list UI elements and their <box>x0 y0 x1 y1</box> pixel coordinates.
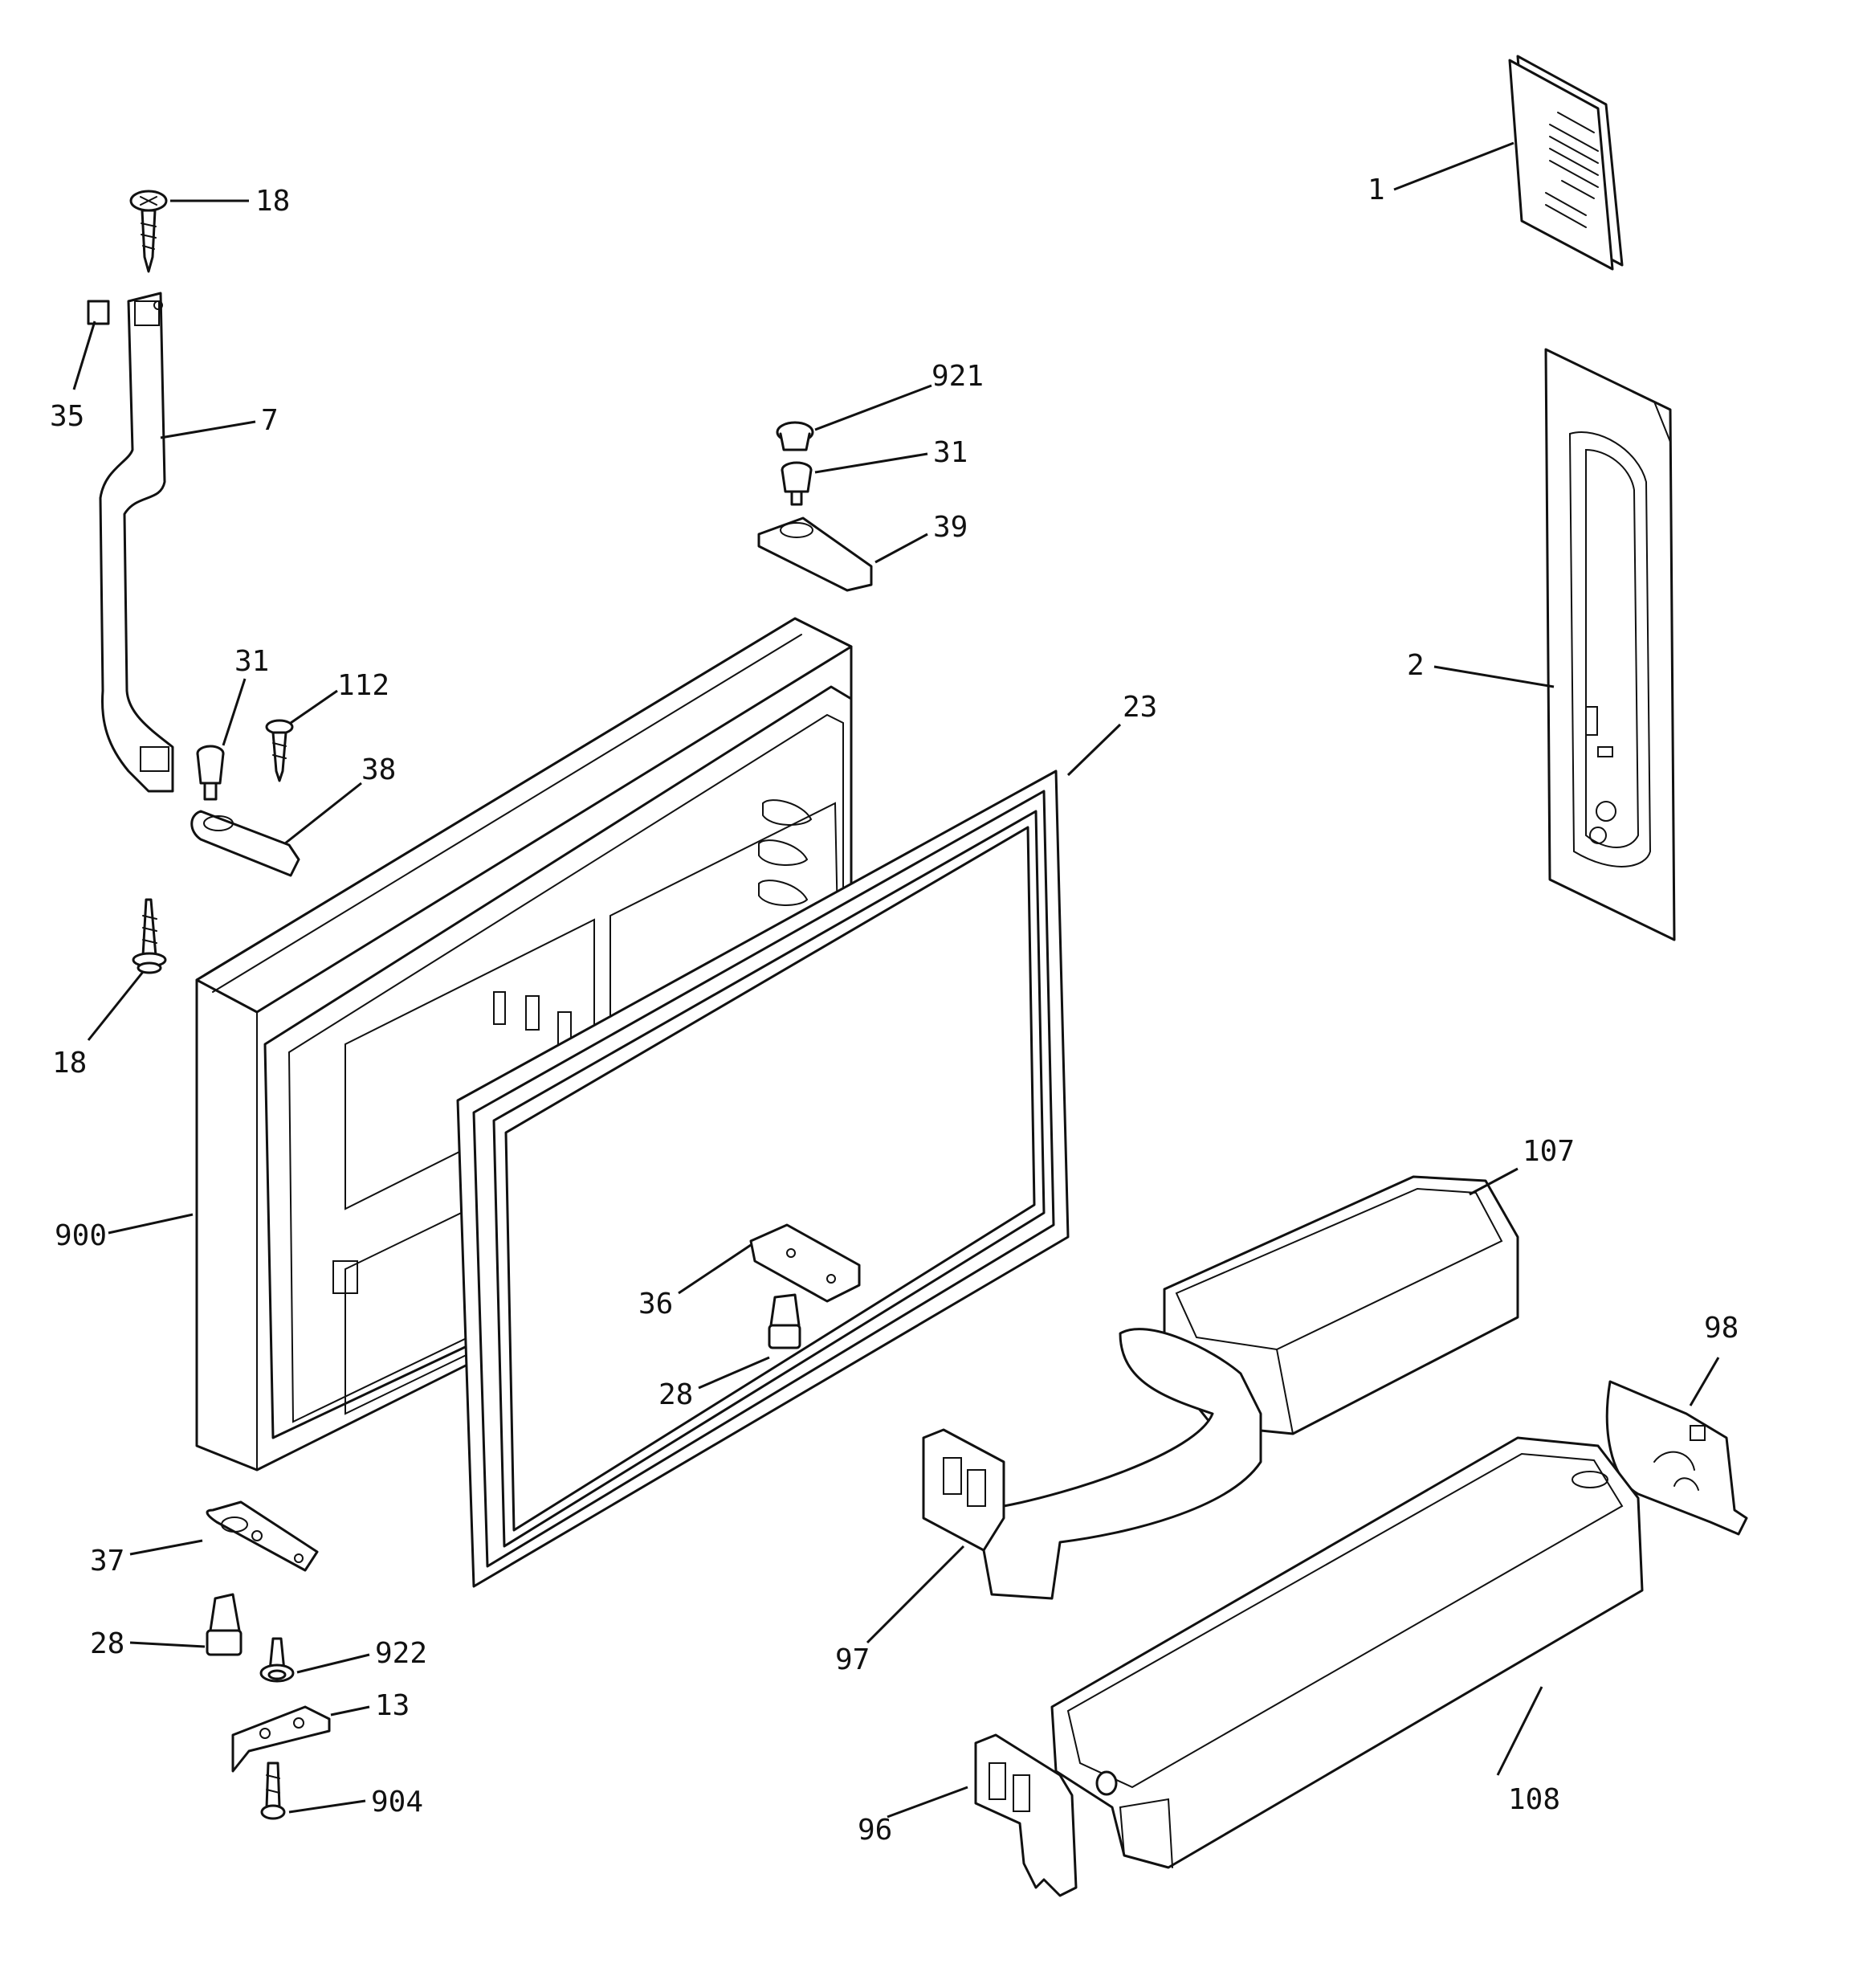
callout-904: 904 <box>371 1786 423 1819</box>
leader-35 <box>72 320 96 390</box>
callout-96: 96 <box>858 1814 892 1847</box>
part-904-screw <box>260 1761 286 1820</box>
callout-38: 38 <box>361 753 396 786</box>
callout-13: 13 <box>375 1689 410 1722</box>
part-13-hinge-plate <box>231 1705 331 1773</box>
leader-107 <box>1469 1167 1519 1196</box>
leader-900 <box>108 1213 194 1235</box>
callout-1: 1 <box>1368 173 1385 206</box>
callout-31-left: 31 <box>234 645 269 678</box>
callout-18-top: 18 <box>255 185 290 218</box>
part-31-bushing-left <box>196 745 225 801</box>
part-28-stop-bottom <box>206 1593 243 1656</box>
leader-2 <box>1433 665 1555 688</box>
callout-23: 23 <box>1123 691 1157 724</box>
leader-lines <box>72 141 1720 1819</box>
leader-31-top <box>814 452 928 474</box>
callout-107: 107 <box>1523 1135 1575 1168</box>
leader-922 <box>296 1653 370 1674</box>
leader-37 <box>129 1539 203 1556</box>
part-96-end-clip <box>974 1733 1078 1897</box>
leader-13 <box>330 1705 370 1717</box>
callout-108: 108 <box>1508 1783 1560 1816</box>
part-18-screw-top <box>129 190 168 273</box>
callout-36: 36 <box>638 1288 673 1321</box>
callout-922: 922 <box>375 1637 427 1670</box>
leader-23 <box>1066 723 1122 777</box>
part-2-handle-panel <box>1544 348 1676 941</box>
part-112-screw <box>265 719 294 782</box>
part-922-screw <box>259 1637 295 1683</box>
part-1-instruction-booklet <box>1508 55 1624 271</box>
callout-2: 2 <box>1407 649 1425 682</box>
part-28-stop-center <box>768 1293 801 1349</box>
part-18-screw-bottom <box>132 898 167 974</box>
leader-28-center <box>698 1356 770 1390</box>
callout-35: 35 <box>50 400 84 433</box>
part-7-hinge-bracket <box>99 292 174 793</box>
part-921-cap <box>776 421 814 451</box>
leader-98 <box>1689 1357 1720 1406</box>
callout-112: 112 <box>337 669 389 702</box>
callout-labels: 1 2 7 13 18 18 23 28 28 31 31 35 36 37 3… <box>50 173 1739 1847</box>
callout-98: 98 <box>1704 1312 1739 1345</box>
callout-921: 921 <box>932 360 984 393</box>
part-31-bushing-top <box>781 461 813 506</box>
callout-900: 900 <box>55 1219 107 1252</box>
leader-39 <box>874 533 928 564</box>
part-39-plate <box>757 516 873 592</box>
leader-97 <box>866 1545 965 1644</box>
callout-39: 39 <box>933 511 968 544</box>
leader-18-bottom <box>87 971 145 1041</box>
callout-31-top: 31 <box>933 436 968 469</box>
part-35-pad <box>87 300 110 325</box>
callout-18-bottom: 18 <box>52 1047 87 1080</box>
callout-7: 7 <box>261 404 279 437</box>
part-23-gasket <box>456 769 1070 1588</box>
part-108-large-bin <box>1050 1436 1644 1869</box>
leader-96 <box>887 1786 968 1819</box>
leader-108 <box>1496 1686 1543 1776</box>
leader-921 <box>814 384 932 431</box>
leader-112 <box>290 689 338 725</box>
callout-28-bottom: 28 <box>90 1627 124 1660</box>
callout-37: 37 <box>90 1545 124 1578</box>
leader-28-bottom <box>129 1641 206 1648</box>
part-97-curved-bin <box>922 1328 1262 1600</box>
leader-7 <box>160 420 256 439</box>
leader-1 <box>1393 141 1514 191</box>
callout-28-center: 28 <box>658 1378 693 1411</box>
part-36-bracket <box>749 1223 861 1303</box>
leader-904 <box>288 1799 366 1814</box>
leader-36 <box>678 1243 752 1295</box>
part-38-plate <box>190 810 300 877</box>
leader-31-left <box>222 678 247 746</box>
part-37-bracket <box>206 1500 319 1572</box>
callout-97: 97 <box>835 1643 870 1676</box>
leader-38 <box>284 782 362 845</box>
